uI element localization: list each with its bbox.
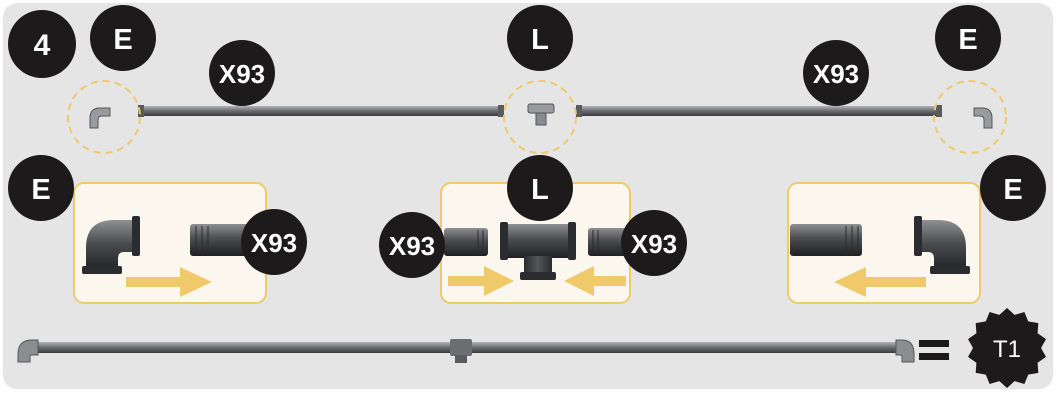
label-pipe-mid-center-left: X93 [379,212,445,278]
detail-box-center [440,182,631,304]
label-elbow-mid-left: E [8,155,74,221]
label-tee-top: L [507,5,573,71]
label-elbow-mid-right: E [980,155,1046,221]
label-pipe-mid-center-right: X93 [621,210,687,276]
elbow-fitting-icon [914,216,970,274]
highlight-circle-center [503,80,577,154]
step-number: 4 [34,29,51,62]
label-elbow-top-right: E [935,5,1001,71]
svg-text:X93: X93 [813,59,859,89]
label-pipe-mid-left: X93 [241,209,307,275]
arrow-left-icon [834,267,926,297]
arrow-right-icon [126,267,212,297]
pipe-top-left [138,105,504,117]
result-label: T1 [993,336,1021,363]
highlight-circle-left [67,80,141,154]
svg-text:X93: X93 [389,231,435,261]
svg-text:E: E [113,24,132,56]
assembled-pipe [17,339,915,363]
detail-box-left [73,182,267,304]
tee-fitting-icon [527,103,555,126]
gear-badge-icon: T1 [968,308,1046,388]
detail-box-right [787,182,981,304]
svg-text:L: L [531,24,549,56]
highlight-circle-right [933,80,1007,154]
tee-fitting-icon [500,222,576,280]
pipe-icon [790,224,862,256]
elbow-fitting-icon [89,107,111,129]
svg-text:X93: X93 [251,228,297,258]
pipe-top-right [576,105,942,117]
elbow-fitting-icon [973,107,993,129]
elbow-fitting-icon [82,216,140,274]
pipe-icon [444,228,488,256]
svg-text:L: L [531,174,549,206]
arrow-left-icon [564,266,626,296]
pipe-icon [190,224,252,256]
arrow-right-icon [448,266,514,296]
pipe-icon [588,228,628,256]
svg-text:X93: X93 [219,59,265,89]
svg-text:E: E [31,174,50,206]
label-pipe-top-right: X93 [803,40,869,106]
svg-text:E: E [1003,174,1022,206]
svg-text:E: E [958,24,977,56]
label-pipe-top-left: X93 [209,40,275,106]
svg-text:X93: X93 [631,229,677,259]
step-badge: 4 [8,10,76,78]
label-tee-mid: L [507,155,573,221]
label-elbow-top-left: E [90,5,156,71]
equals-icon [919,340,949,360]
